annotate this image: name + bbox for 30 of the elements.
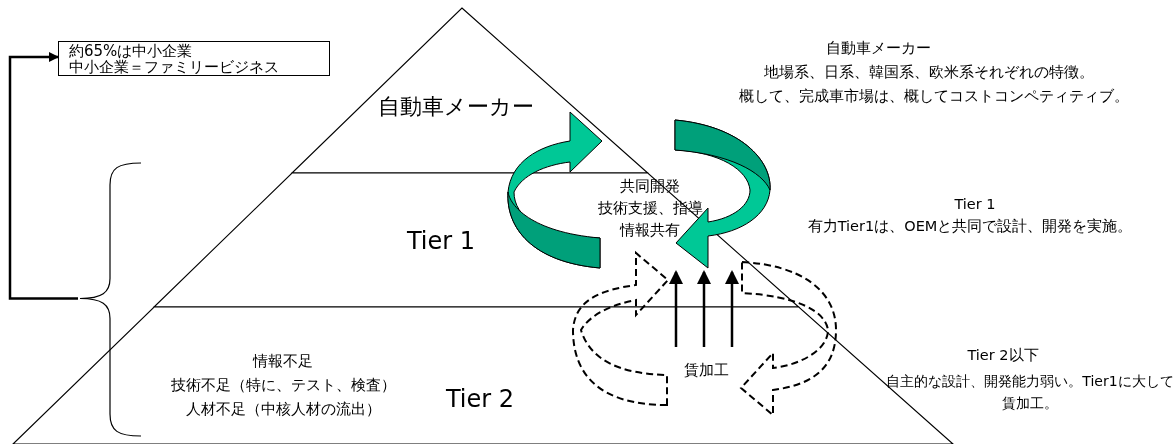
tier-label: Tier 2 bbox=[445, 385, 515, 413]
connector-arrow bbox=[8, 52, 78, 300]
note-text: 賃加工 bbox=[683, 361, 729, 379]
note-text: 自主的な設計、開発能力弱い。Tier1に大して賃加工。 bbox=[885, 372, 1175, 413]
curved-arrow bbox=[507, 111, 603, 269]
note-text: 地場系、日系、韓国系、欧米系それぞれの特徴。 bbox=[764, 63, 1094, 81]
note-text: 約65%は中小企業 bbox=[69, 43, 194, 59]
note-text: 情報共有 bbox=[620, 221, 680, 239]
arrow bbox=[725, 270, 739, 347]
note-text: 情報不足 bbox=[253, 352, 313, 370]
note-text: 人材不足（中核人材の流出） bbox=[185, 400, 381, 418]
note-box bbox=[58, 41, 330, 76]
note-text: 中小企業＝ファミリービジネス bbox=[69, 59, 280, 75]
note-text: 概して、完成車市場は、概してコストコンペティティブ。 bbox=[739, 87, 1129, 105]
note-text: 技術支援、指導 bbox=[597, 199, 703, 217]
tier-label: 自動車メーカー bbox=[378, 94, 534, 120]
pyramid-tier bbox=[154, 173, 799, 307]
heading-text: 自動車メーカー bbox=[825, 39, 931, 57]
heading-text: Tier 1 bbox=[954, 195, 996, 213]
heading-text: Tier 2以下 bbox=[967, 346, 1039, 364]
arrow bbox=[697, 270, 711, 347]
pyramid-tier bbox=[292, 8, 648, 173]
curved-arrow bbox=[674, 119, 771, 269]
curved-arrow bbox=[572, 252, 669, 406]
note-text: 技術不足（特に、テスト、検査） bbox=[170, 376, 396, 394]
note-text: 有力Tier1は、OEMと共同で設計、開発を実施。 bbox=[807, 217, 1133, 235]
arrow bbox=[669, 270, 683, 347]
note-text: 共同開発 bbox=[620, 177, 680, 195]
curved-arrow bbox=[740, 261, 837, 416]
tier-label: Tier 1 bbox=[406, 227, 476, 255]
